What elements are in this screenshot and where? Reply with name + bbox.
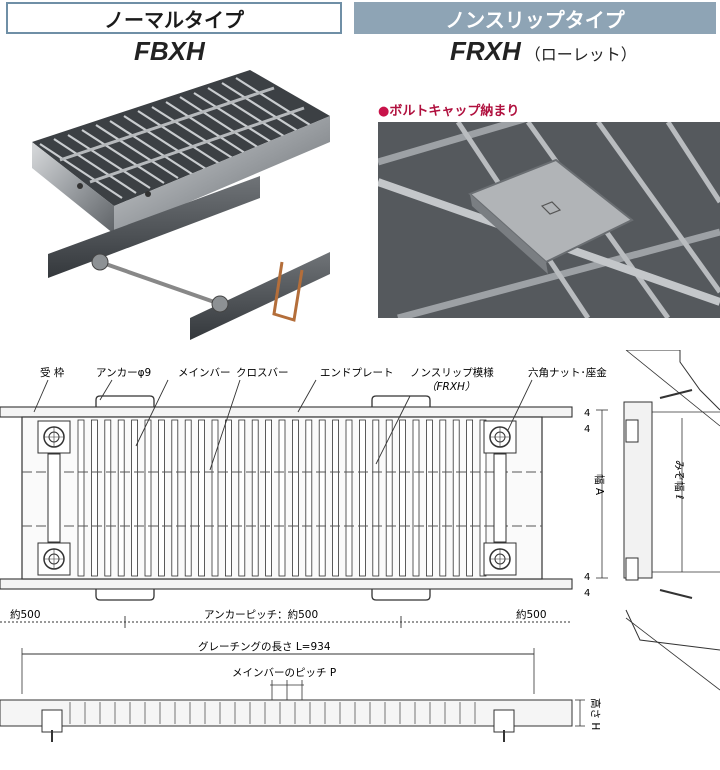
anchor-top-right	[371, 395, 431, 407]
plan-view	[0, 395, 573, 601]
anchor-top-left	[95, 395, 155, 407]
dim-4-bot-b: 4	[584, 588, 590, 599]
main-bar	[144, 419, 152, 577]
main-bar	[104, 419, 112, 577]
bolt-cap-note-text: ボルトキャップ納まり	[389, 104, 520, 119]
main-bar	[385, 419, 393, 577]
main-bar	[318, 419, 326, 577]
main-bar	[358, 419, 366, 577]
bolt-top-left	[37, 420, 71, 454]
main-bar	[345, 419, 353, 577]
label-approx-right: 約500	[516, 608, 547, 621]
label-nonslip-code: （FRXH）	[426, 381, 475, 393]
model-normal: FBXH	[134, 36, 205, 66]
tab-normal-type: ノーマルタイプ	[6, 2, 342, 34]
main-bar	[77, 419, 85, 577]
main-bar	[211, 419, 219, 577]
tab-normal-label: ノーマルタイプ	[104, 7, 244, 32]
label-nonslip-pattern: ノンスリップ模様	[410, 366, 494, 379]
label-height-h: 高さ H	[589, 698, 602, 730]
dim-4-top-b: 4	[584, 424, 590, 435]
frame-rail-bottom	[0, 578, 573, 590]
label-anchor: アンカーφ9	[96, 367, 151, 379]
grating-photo-normal	[32, 70, 330, 340]
main-bar	[372, 419, 380, 577]
tab-nonslip-type: ノンスリップタイプ	[354, 2, 716, 34]
bolt-bottom-left	[37, 542, 71, 576]
label-end-plate: エンドプレート	[320, 367, 394, 379]
label-hex-nut: 六角ナット･座金	[528, 366, 607, 379]
main-bar	[399, 419, 407, 577]
anchor-bottom-right	[371, 589, 431, 601]
main-bar	[479, 419, 487, 577]
label-approx-left: 約500	[10, 608, 41, 621]
model-nonslip: FRXH（ローレット）	[450, 36, 637, 67]
label-main-bar-pitch: メインバーのピッチ P	[232, 667, 336, 679]
model-nonslip-sub: （ローレット）	[524, 45, 637, 64]
label-width-a: 幅 A	[593, 474, 606, 496]
dim-4-top-a: 4	[584, 408, 590, 419]
main-bar	[157, 419, 165, 577]
label-anchor-pitch: アンカーピッチ：約500	[204, 608, 318, 621]
technical-drawing: 受 枠 アンカーφ9 メインバー クロスバー エンドプレート ノンスリップ模様 …	[0, 350, 720, 742]
model-nonslip-code: FRXH	[450, 36, 521, 66]
main-bar	[278, 419, 286, 577]
label-clear-width: みぞ幅 ℓ	[673, 460, 686, 499]
main-bars	[77, 419, 487, 577]
grating-photo-bolt-cap	[378, 122, 720, 318]
anchor-bottom-left	[95, 589, 155, 601]
bullet-dot-icon: ●	[378, 104, 390, 119]
label-grating-length: グレーチングの長さ L=934	[198, 640, 331, 653]
dim-4-bot-a: 4	[584, 572, 590, 583]
main-bar	[171, 419, 179, 577]
section-view: 幅 A みぞ幅 ℓ 4 4 4 4	[584, 350, 720, 691]
bolt-bottom-right	[483, 542, 517, 576]
label-frame: 受 枠	[40, 366, 65, 379]
main-bar	[251, 419, 259, 577]
main-bar	[291, 419, 299, 577]
label-cross-bar: クロスバー	[236, 367, 289, 379]
main-bar	[466, 419, 474, 577]
main-bar	[224, 419, 232, 577]
frame-rail-top	[0, 406, 573, 418]
main-bar	[452, 419, 460, 577]
main-bar	[305, 419, 313, 577]
main-bar	[198, 419, 206, 577]
main-bar	[332, 419, 340, 577]
side-elevation: グレーチングの長さ L=934 メインバーのピッチ P 高さ H	[0, 640, 602, 742]
bolt-cap-note: ●ボルトキャップ納まり	[378, 100, 519, 119]
main-bar	[131, 419, 139, 577]
tab-nonslip-label: ノンスリップタイプ	[445, 7, 625, 32]
bolt-top-right	[483, 420, 517, 454]
main-bar	[412, 419, 420, 577]
main-bar	[265, 419, 273, 577]
main-bar	[91, 419, 98, 577]
main-bar	[238, 419, 246, 577]
main-bar	[425, 419, 433, 577]
main-bar	[184, 419, 192, 577]
main-bar	[117, 419, 125, 577]
label-main-bar: メインバー	[178, 367, 231, 379]
main-bar	[439, 419, 447, 577]
